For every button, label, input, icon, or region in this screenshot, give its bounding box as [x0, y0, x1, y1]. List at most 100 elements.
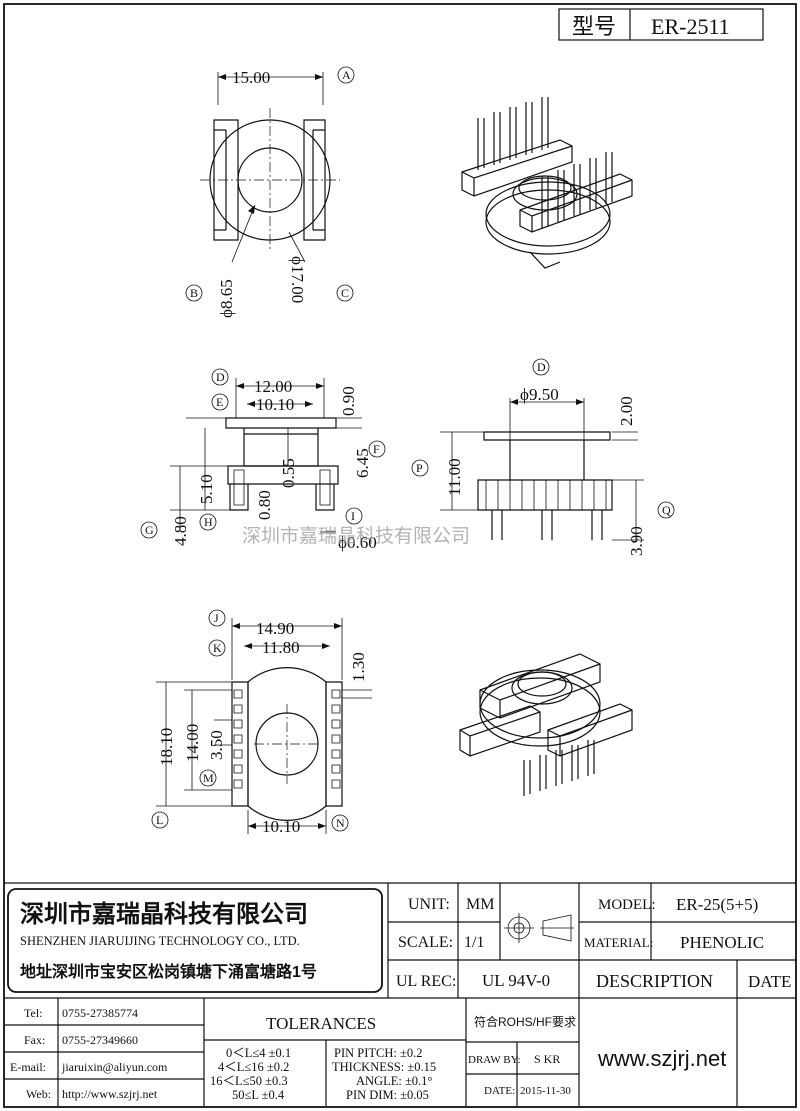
marker-a: A [337, 66, 355, 84]
model-box-label: 型号 [572, 14, 616, 39]
dim-dia-0-60: ϕ0.60 [338, 533, 377, 552]
tolerance-row-2: 4＜L≤16 ±0.2 [218, 1060, 289, 1074]
thickness-row: THICKNESS: ±0.15 [332, 1060, 436, 1074]
svg-text:A: A [342, 68, 351, 82]
svg-text:I: I [351, 509, 355, 523]
dim-10-10-front: 10.10 [256, 395, 294, 414]
dim-15-00: 15.00 [232, 68, 270, 87]
svg-text:D: D [537, 360, 546, 374]
bottom-view: 14.90 11.80 18.10 14.00 3.50 1.30 10.10 [156, 618, 372, 836]
marker-g: G [140, 521, 158, 539]
svg-text:D: D [216, 370, 225, 384]
dim-0-55: 0.55 [279, 458, 298, 488]
website-watermark: www.szjrj.net [597, 1046, 726, 1071]
draw-by-value: S KR [534, 1052, 560, 1066]
dim-dia-17-00: ϕ17.00 [288, 256, 307, 303]
dim-10-10-bottom: 10.10 [262, 817, 300, 836]
model-value: ER-25(5+5) [676, 895, 758, 914]
front-view: 12.00 10.10 5.10 4.80 0.90 6.45 0.55 0.8… [170, 377, 377, 552]
marker-e: E [211, 393, 229, 411]
model-box: 型号 ER-2511 [558, 8, 764, 41]
dim-2-00: 2.00 [617, 396, 636, 426]
tel-label: Tel: [24, 1006, 43, 1020]
dim-3-90: 3.90 [627, 526, 646, 556]
dim-1-30: 1.30 [349, 652, 368, 682]
svg-text:G: G [145, 523, 154, 537]
unit-value: MM [466, 896, 494, 913]
tolerances-title: TOLERANCES [266, 1014, 376, 1033]
marker-h: H [199, 513, 217, 531]
dim-dia-9-50: ϕ9.50 [520, 385, 559, 404]
scale-label: SCALE: [398, 934, 453, 951]
angle-row: ANGLE: ±0.1° [356, 1074, 432, 1088]
marker-j: J [208, 609, 226, 627]
ul-rec-value: UL 94V-0 [482, 971, 550, 990]
dim-11-80: 11.80 [262, 638, 300, 657]
tolerance-row-3: 16＜L≤50 ±0.3 [210, 1074, 288, 1088]
company-name-en: SHENZHEN JIARUIJING TECHNOLOGY CO., LTD. [20, 934, 300, 948]
dim-12-00: 12.00 [254, 377, 292, 396]
company-address: 地址深圳市宝安区松岗镇塘下涌富塘路1号 [20, 962, 317, 981]
svg-text:F: F [373, 442, 380, 456]
dim-14-00: 14.00 [183, 724, 202, 762]
company-name-cn: 深圳市嘉瑞晶科技有限公司 [20, 900, 308, 928]
dim-5-10: 5.10 [197, 474, 216, 504]
fax-value: 0755-27349660 [62, 1033, 138, 1047]
model-box-value: ER-2511 [651, 14, 730, 39]
date-header: DATE [748, 972, 791, 991]
ul-rec-label: UL REC: [396, 973, 456, 990]
dim-0-80: 0.80 [255, 490, 274, 520]
description-header: DESCRIPTION [596, 971, 713, 991]
svg-text:B: B [190, 286, 198, 300]
unit-label: UNIT: [408, 896, 450, 913]
svg-text:C: C [341, 286, 349, 300]
svg-text:J: J [214, 611, 219, 625]
isometric-view-top [461, 97, 633, 269]
material-value: PHENOLIC [680, 933, 764, 952]
svg-text:P: P [416, 461, 423, 475]
tel-value: 0755-27385774 [62, 1006, 138, 1020]
watermark-text: 深圳市嘉瑞晶科技有限公司 [242, 525, 470, 547]
svg-text:L: L [156, 813, 163, 827]
rohs-note: 符合ROHS/HF要求 [474, 1014, 576, 1029]
svg-text:E: E [216, 395, 223, 409]
svg-text:N: N [336, 816, 345, 830]
web-label: Web: [26, 1087, 51, 1101]
dim-dia-8-65: ϕ8.65 [217, 279, 236, 318]
dim-18-10: 18.10 [157, 728, 176, 766]
dim-3-50: 3.50 [207, 730, 226, 760]
sheet-border [3, 3, 797, 1108]
marker-c: C [336, 284, 354, 302]
marker-m: M [199, 769, 217, 787]
company-logo-box [7, 888, 383, 993]
title-block: 深圳市嘉瑞晶科技有限公司 SHENZHEN JIARUIJING TECHNOL… [4, 882, 796, 1106]
material-label: MATERIAL: [584, 935, 653, 950]
model-label: MODEL: [598, 897, 656, 913]
isometric-view-bottom [459, 653, 633, 796]
marker-l: L [151, 811, 169, 829]
marker-k: K [208, 639, 226, 657]
web-value: http://www.szjrj.net [62, 1087, 158, 1101]
dim-11-00: 11.00 [445, 458, 464, 496]
marker-d: D [211, 368, 229, 386]
pin-pitch-row: PIN PITCH: ±0.2 [334, 1046, 422, 1060]
email-value: jiaruixin@aliyun.com [61, 1060, 168, 1074]
tolerance-row-4: 50≤L ±0.4 [232, 1088, 285, 1102]
side-view: ϕ9.50 2.00 11.00 3.90 [440, 385, 646, 556]
svg-text:K: K [213, 641, 222, 655]
svg-text:H: H [204, 515, 213, 529]
marker-f: F [368, 440, 386, 458]
marker-i: I [345, 507, 363, 525]
svg-text:M: M [203, 771, 214, 785]
marker-q: Q [657, 501, 675, 519]
email-label: E-mail: [10, 1060, 46, 1074]
projection-symbol-icon [504, 913, 574, 943]
date-value: 2015-11-30 [520, 1085, 571, 1097]
marker-b: B [185, 284, 203, 302]
marker-d-side: D [532, 358, 550, 376]
draw-by-label: DRAW BY: [468, 1054, 521, 1066]
dim-6-45: 6.45 [353, 448, 372, 478]
dim-0-90: 0.90 [339, 386, 358, 416]
marker-n: N [331, 814, 349, 832]
